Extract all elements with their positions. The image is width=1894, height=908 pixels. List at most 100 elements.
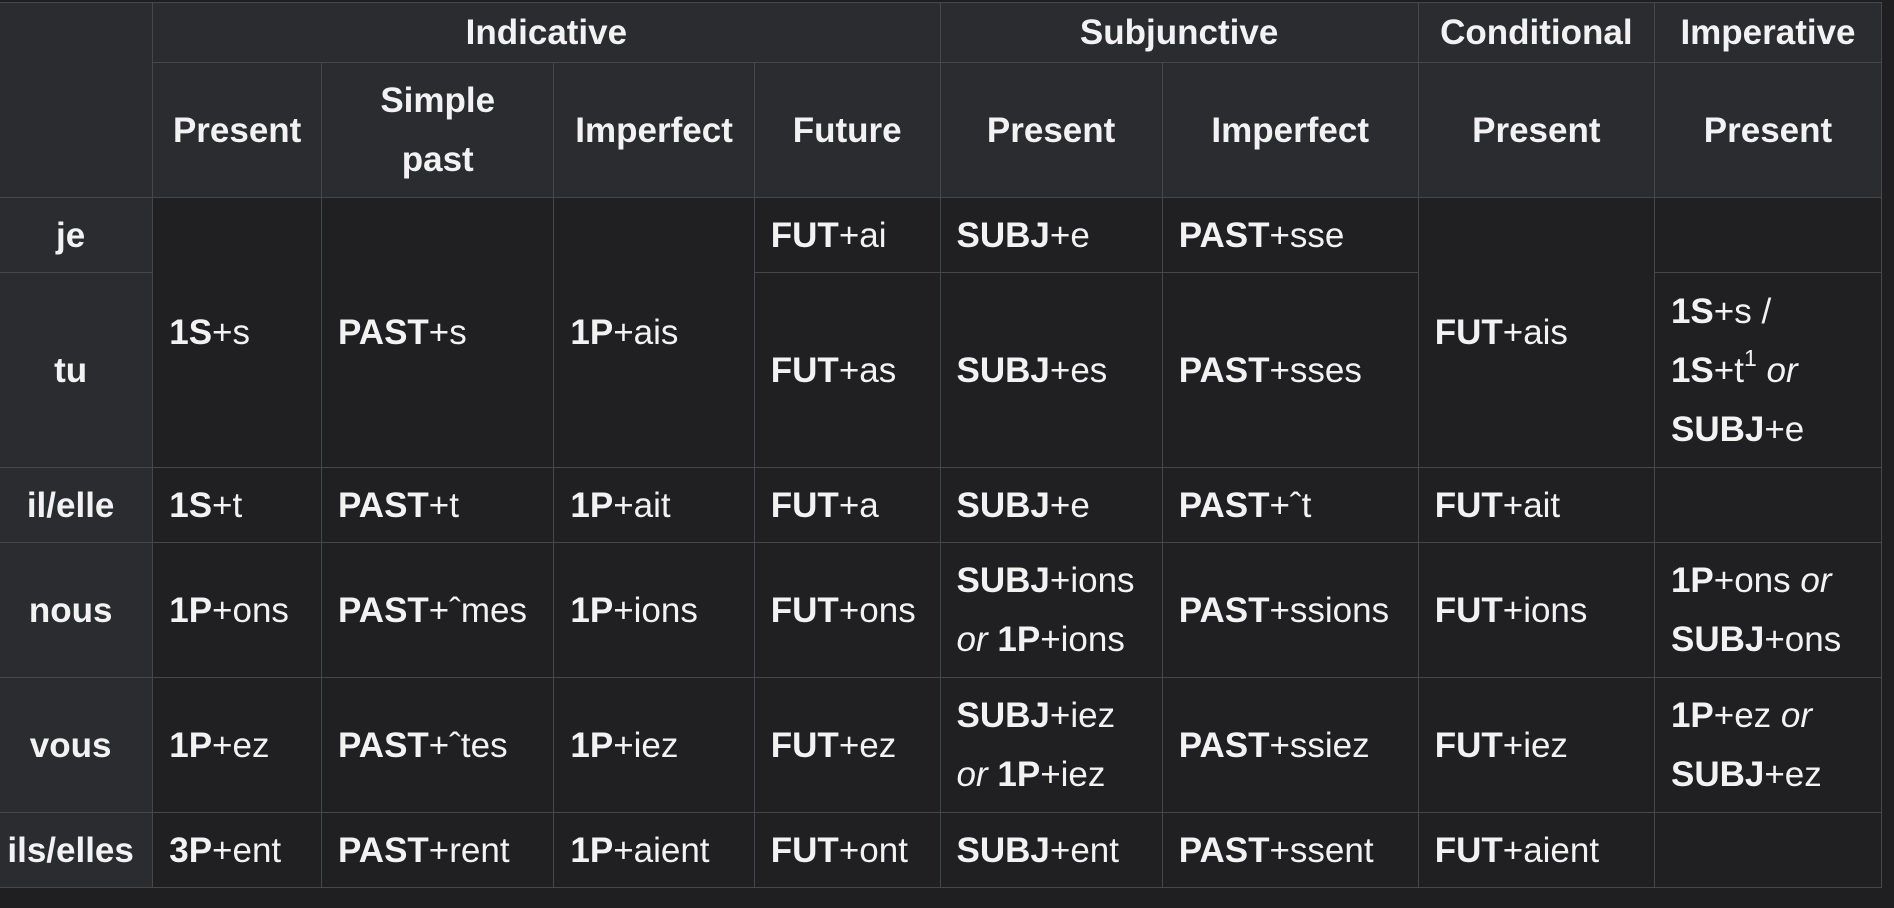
stem: 1P [570,830,614,870]
slash: / [1751,291,1772,331]
stem: 1S [169,485,213,525]
cell-ind-imperfect-vous: 1P+iez [553,677,755,813]
row-je: je 1S+s PAST+s 1P+ais FUT+ai SUBJ+e PAST… [0,197,1883,468]
ending: +ait [613,485,671,525]
cell-ind-present-il: 1S+t [152,467,323,543]
pronoun-ils-elles: ils/elles [0,812,154,888]
stem: 1S [1670,350,1714,390]
mood-imperative: Imperative [1653,2,1883,63]
cell-ind-past-il: PAST+t [321,467,555,543]
mood-header-row: Indicative Subjunctive Conditional Imper… [0,2,1883,198]
cell-ind-imperfect-il: 1P+ait [553,467,755,543]
tense-ind-present: Present [152,62,323,198]
ending: +ai [838,215,887,255]
ending: +ez [838,725,897,765]
tense-subj-present: Present [939,62,1163,198]
stem: PAST [1178,725,1270,765]
ending: +ons [1713,561,1791,600]
stem: PAST [338,725,429,765]
cell-ind-present-nous: 1P+ons [152,542,323,678]
cell-ind-future-tu: FUT+as [753,272,941,468]
pronoun-vous: vous [0,677,154,813]
stem: 3P [169,830,213,870]
pronoun-tu: tu [0,272,154,468]
cell-cond-present-nous: FUT+ions [1417,542,1655,678]
stem: FUT [770,830,839,870]
cell-subj-imperfect-vous: PAST+ssiez [1161,677,1419,813]
stem: FUT [1434,590,1503,630]
stem: SUBJ [956,696,1050,735]
stem: PAST [338,313,429,352]
stem: PAST [338,485,429,525]
stem: 1P [997,755,1041,794]
cell-ind-past-je-tu: PAST+s [321,197,555,468]
stem: PAST [1178,215,1270,255]
or-connector: or [956,755,988,794]
stem: PAST [1178,590,1270,630]
cell-subj-imperfect-tu: PAST+sses [1161,272,1419,468]
stem: FUT [770,350,839,390]
tense-header-row: Present Simple past Imperfect Future Pre… [0,62,1883,198]
cell-subj-imperfect-je: PAST+sse [1161,197,1419,273]
ending: +e [1049,215,1090,255]
stem: 1P [1670,696,1714,735]
stem: 1S [169,313,213,352]
stem: SUBJ [956,350,1050,390]
cell-ind-future-il: FUT+a [753,467,941,543]
stem: PAST [338,590,429,630]
stem: PAST [1178,830,1270,870]
ending: +e [1049,485,1090,525]
row-il-elle: il/elle 1S+t PAST+t 1P+ait FUT+a SUBJ+e … [0,467,1883,543]
ending: +ent [212,830,282,870]
ending: +t [1713,350,1744,390]
cell-cond-present-ils: FUT+aient [1417,812,1655,888]
cell-ind-imperfect-nous: 1P+ions [553,542,755,678]
stem: FUT [1434,725,1503,765]
footnote-marker: 1 [1743,344,1757,371]
cell-ind-past-nous: PAST+ˆmes [321,542,555,678]
ending: +iez [613,725,679,765]
stem: FUT [1434,313,1503,352]
cell-ind-future-nous: FUT+ons [753,542,941,678]
pronoun-il-elle: il/elle [0,467,154,543]
stem: FUT [1434,485,1503,525]
cell-ind-present-vous: 1P+ez [152,677,323,813]
row-tu: tu FUT+as SUBJ+es PAST+sses 1S+s /1S+t1 … [0,272,1883,468]
mood-indicative: Indicative [152,2,941,63]
stem: SUBJ [956,830,1050,870]
ending: +ons [838,590,916,630]
or-connector: or [1800,561,1832,600]
stem: 1P [570,485,614,525]
cell-subj-imperfect-ils: PAST+ssent [1161,812,1419,888]
stem: SUBJ [1670,755,1765,794]
ending: +s [1713,291,1752,331]
cell-cond-present-vous: FUT+iez [1417,677,1655,813]
ending: +s [212,313,250,352]
ending: +t [212,485,243,525]
or-connector: or [956,620,988,659]
ending: +ssent [1269,830,1374,870]
ending: +as [838,350,897,390]
ending: +aient [613,830,710,870]
cell-subj-present-ils: SUBJ+ent [939,812,1163,888]
ending: +e [1764,409,1805,449]
tense-ind-simple-past-label: Simple past [380,81,496,179]
stem: FUT [770,725,839,765]
cell-subj-present-je: SUBJ+e [939,197,1163,273]
tense-subj-imperfect: Imperfect [1161,62,1419,198]
stem: 1P [570,590,614,630]
row-vous: vous 1P+ez PAST+ˆtes 1P+iez FUT+ez SUBJ+… [0,677,1883,813]
stem: PAST [338,830,429,870]
corner-cell [0,2,154,198]
tense-ind-future: Future [753,62,941,198]
or-connector: or [1780,696,1813,735]
ending: +sse [1269,215,1345,255]
ending: +ssiez [1269,725,1370,765]
cell-ind-future-ils: FUT+ont [753,812,941,888]
stem: SUBJ [956,215,1050,255]
